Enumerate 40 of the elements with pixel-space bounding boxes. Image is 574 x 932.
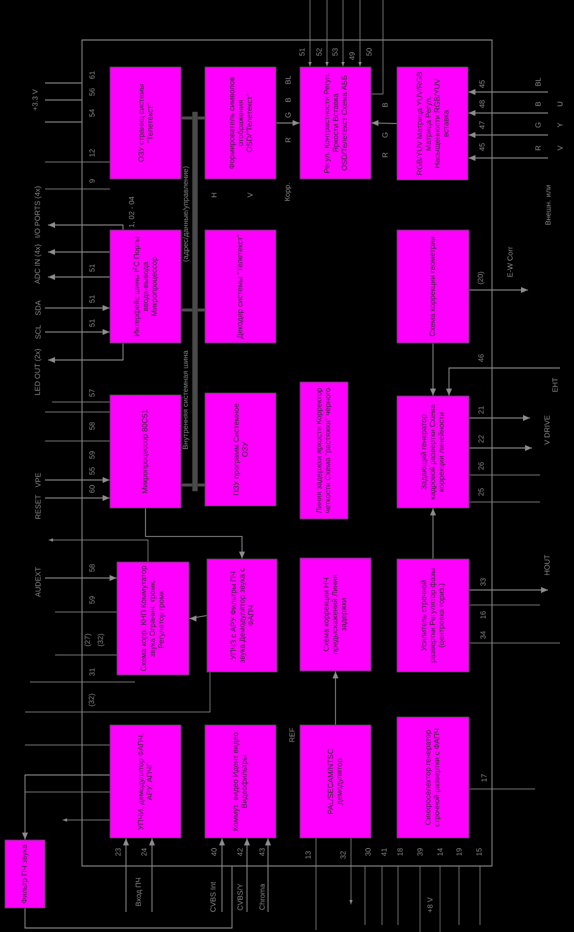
connector-line <box>24 866 232 928</box>
arrow <box>468 587 548 593</box>
arrow <box>468 445 532 451</box>
arrow <box>219 838 225 912</box>
arrow <box>44 575 118 581</box>
arrow <box>48 342 124 363</box>
arrow <box>468 287 528 293</box>
arrow <box>44 329 110 335</box>
bus-stub <box>198 116 205 120</box>
arrow <box>430 342 436 396</box>
arrow <box>468 89 548 95</box>
arrow <box>188 615 208 622</box>
bus-stub <box>198 308 205 312</box>
arrow <box>468 155 548 161</box>
arrow <box>123 838 129 912</box>
arrow <box>244 838 250 912</box>
arrow <box>44 477 110 483</box>
bus-stub <box>198 484 205 486</box>
arrow <box>48 274 110 280</box>
arrow <box>149 838 155 912</box>
arrow <box>48 222 124 230</box>
arrow <box>22 774 110 840</box>
arrow <box>468 110 548 116</box>
bus-stub <box>181 484 192 486</box>
arrow <box>468 132 548 138</box>
arrow <box>48 249 110 255</box>
arrow <box>265 838 271 912</box>
arrow <box>446 368 560 396</box>
arrow <box>44 495 110 501</box>
arrow <box>44 305 110 311</box>
arrow <box>370 120 398 126</box>
arrow <box>276 120 300 126</box>
bus-stub <box>181 308 192 312</box>
arrow <box>430 508 436 560</box>
arrow <box>145 508 245 560</box>
chip-outline <box>82 40 492 866</box>
connector-line <box>44 82 82 84</box>
bus-stub <box>181 116 192 120</box>
arrow <box>332 670 338 726</box>
arrow <box>468 415 530 421</box>
